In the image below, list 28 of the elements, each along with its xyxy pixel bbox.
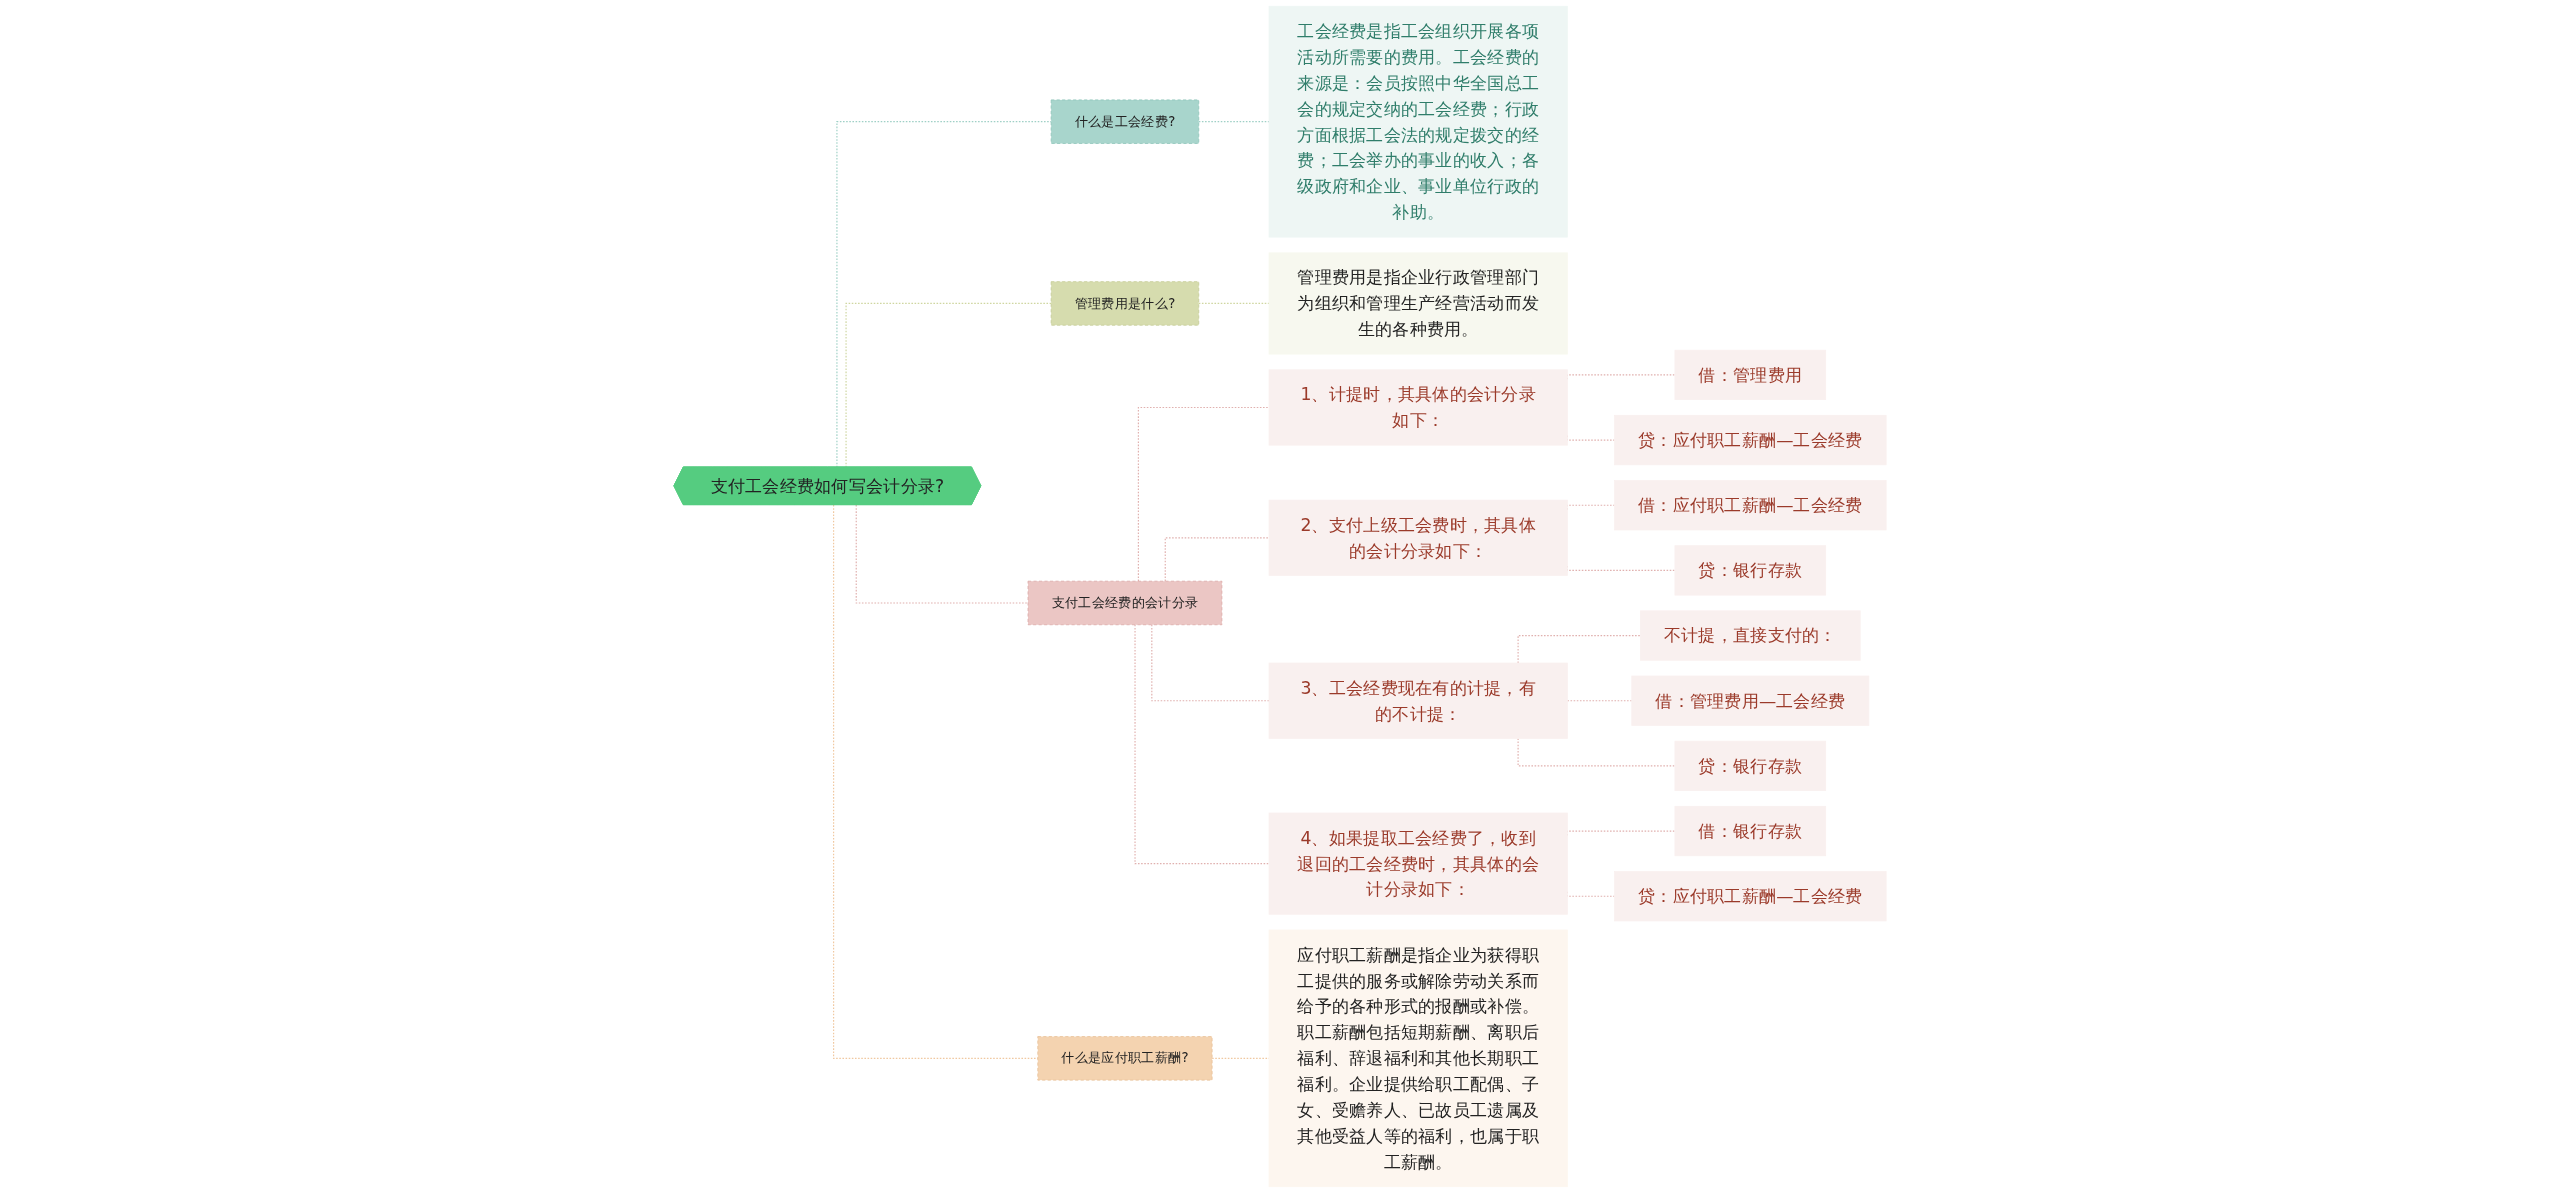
connector <box>855 504 1029 604</box>
connector <box>1198 302 1270 305</box>
connector <box>1164 537 1270 582</box>
node-box: 不计提，直接支付的： <box>1640 610 1861 661</box>
node-box: 贷：应付职工薪酬—工会经费 <box>1614 871 1887 922</box>
node-box: 借：银行存款 <box>1674 805 1827 857</box>
node-box: 应付职工薪酬是指企业为获得职工提供的服务或解除劳动关系而给予的各种形式的报酬或补偿。职工薪酬包括短期薪酬、离职后福利、辞退福利和其他长期职工福利。企业提供给职工配偶、子女、受赡养人、已故员工遗属及其他受益人等的福利，也属于职工薪酬。 <box>1268 929 1568 1188</box>
connector <box>836 121 1052 468</box>
node-box: 借：应付职工薪酬—工会经费 <box>1614 480 1887 531</box>
node-box: 贷：银行存款 <box>1674 740 1827 791</box>
node-box: 贷：银行存款 <box>1674 545 1827 596</box>
node-box: 什么是应付职工薪酬? <box>1037 1036 1213 1081</box>
node-box: 借：管理费用—工会经费 <box>1631 675 1870 726</box>
node-box: 管理费用是什么? <box>1050 281 1200 326</box>
node-box: 支付工会经费的会计分录 <box>1027 580 1223 626</box>
node-box: 借：管理费用 <box>1674 349 1827 401</box>
node-box: 工会经费是指工会组织开展各项活动所需要的费用。工会经费的来源是：会员按照中华全国总工会的规定交纳的工会经费；行政方面根据工会法的规定拨交的经费；工会举办的事业的收入；各级政府和企业、事业单位行政的补助。 <box>1268 5 1568 238</box>
node-box: 4、如果提取工会经费了，收到退回的工会经费时，其具体的会计分录如下： <box>1268 812 1568 915</box>
node-box: 2、支付上级工会费时，其具体的会计分录如下： <box>1268 499 1568 576</box>
node-box: 管理费用是指企业行政管理部门为组织和管理生产经营活动而发生的各种费用。 <box>1268 252 1568 355</box>
node-box: 1、计提时，其具体的会计分录如下： <box>1268 369 1568 446</box>
node-box: 贷：应付职工薪酬—工会经费 <box>1614 414 1887 466</box>
connector <box>1137 406 1270 582</box>
node-box: 3、工会经费现在有的计提，有的不计提： <box>1268 662 1568 739</box>
node-box: 什么是工会经费? <box>1050 99 1200 144</box>
connector <box>833 504 1039 1059</box>
connector <box>1517 634 1641 664</box>
connector <box>1198 121 1270 123</box>
